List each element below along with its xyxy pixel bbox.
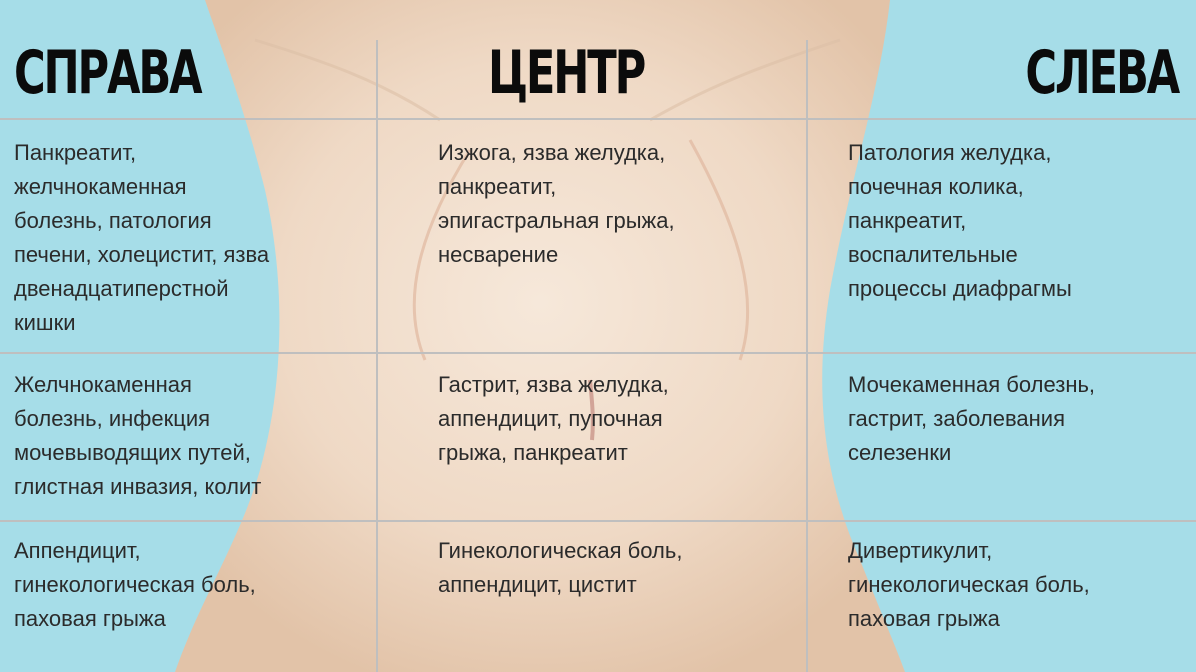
muscle-line-left bbox=[688, 139, 750, 361]
cell-lower-right: Аппендицит, гинекологическая боль, пахов… bbox=[14, 538, 256, 631]
torso-shape bbox=[175, 0, 905, 672]
cell-middle-left: Мочекаменная болезнь, гастрит, заболеван… bbox=[848, 372, 1096, 465]
muscle-line-right bbox=[412, 149, 472, 361]
horizontal-divider-1 bbox=[0, 118, 1196, 120]
horizontal-divider-3 bbox=[0, 520, 1196, 522]
header-center: ЦЕНТР bbox=[488, 38, 646, 108]
cell-middle-right: Желчнокаменная болезнь, инфекция мочевыв… bbox=[14, 372, 262, 499]
navel-icon bbox=[588, 379, 595, 441]
rib-shadow-left bbox=[649, 38, 841, 122]
header-left: СЛЕВА bbox=[1025, 38, 1180, 108]
cell-lower-left: Дивертикулит, гинекологическая боль, пах… bbox=[848, 538, 1090, 631]
vertical-divider-1 bbox=[376, 40, 378, 672]
horizontal-divider-2 bbox=[0, 352, 1196, 354]
cell-lower-center: Гинекологическая боль, аппендицит, цисти… bbox=[438, 538, 683, 597]
cell-upper-center: Изжога, язва желудка, панкреатит, эпигас… bbox=[438, 140, 675, 267]
header-right: СПРАВА bbox=[14, 38, 203, 108]
cell-middle-center: Гастрит, язва желудка, аппендицит, пупоч… bbox=[438, 372, 669, 465]
vertical-divider-2 bbox=[806, 40, 808, 672]
cell-upper-right: Панкреатит, желчнокаменная болезнь, пато… bbox=[14, 140, 270, 335]
cell-upper-left: Патология желудка, почечная колика, панк… bbox=[848, 140, 1072, 301]
rib-shadow-right bbox=[254, 38, 441, 122]
